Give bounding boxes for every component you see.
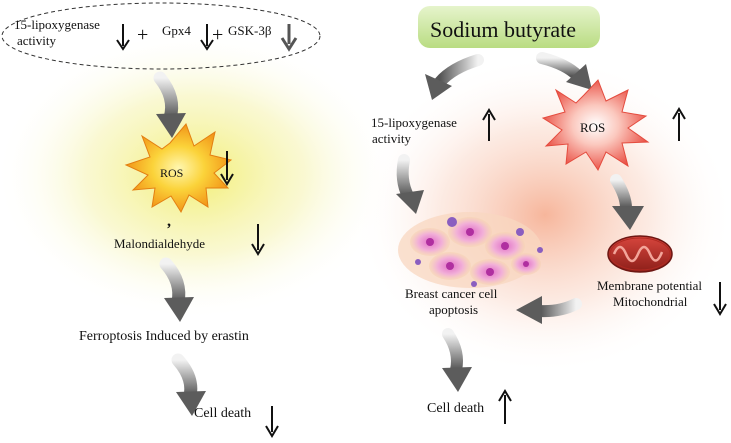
apoptosis-label-2: apoptosis (429, 302, 478, 317)
arrow-to-right-cell-death-icon (442, 328, 472, 392)
left-arrow-to-ros-icon (153, 71, 186, 138)
right-cell-death-label: Cell death (427, 401, 484, 416)
gsk-down-arrow-icon (280, 24, 298, 52)
malondialdehyde-down-arrow-icon (251, 224, 265, 256)
left-ros-burst-icon (124, 123, 233, 214)
right-lipoxygenase-up-arrow-icon (482, 108, 496, 141)
ferroptosis-label: Ferroptosis Induced by erastin (79, 329, 249, 344)
left-arrow-to-ferroptosis-icon (159, 257, 194, 322)
right-lipoxygenase-label-2: activity (372, 131, 411, 146)
right-ros-up-arrow-icon (672, 107, 686, 141)
left-lipoxygenase-label-2: activity (17, 33, 56, 48)
left-ros-label: ROS (160, 166, 183, 180)
gpx4-label: Gpx4 (162, 23, 191, 38)
breast-cancer-cells-icon (398, 212, 543, 288)
gpx4-down-arrow-icon (200, 24, 214, 51)
plus-sign-1: + (137, 24, 148, 46)
right-lipoxygenase-label-1: 15-lipoxygenase (371, 115, 457, 130)
left-lipoxygenase-label-1: 15-lipoxygenase (14, 17, 100, 32)
mitochondrion-icon (607, 235, 673, 273)
apoptosis-label-1: Breast cancer cell (405, 286, 498, 301)
sodium-butyrate-title: Sodium butyrate (430, 17, 576, 42)
arrow-to-lipoxygenase-icon (425, 54, 484, 100)
arrow-to-apoptosis-icon (516, 296, 582, 324)
malondialdehyde-label: Malondialdehyde (114, 236, 205, 251)
sodium-butyrate-box (418, 6, 600, 48)
arrow-to-cells-icon (396, 154, 424, 214)
right-pink-glow (355, 55, 731, 375)
gsk-label: GSK-3β (228, 23, 272, 38)
right-ros-label: ROS (580, 120, 605, 135)
left-ros-down-arrow-icon (220, 151, 234, 186)
left-cell-death-down-arrow-icon (265, 406, 279, 438)
right-ros-burst-icon (541, 79, 650, 172)
arrow-to-mitochondria-icon (610, 174, 644, 230)
right-cell-death-up-arrow-icon (498, 389, 512, 424)
mitochondrial-label: Mitochondrial (613, 294, 688, 309)
inhibitors-dashed-ellipse (1, 2, 321, 70)
plus-sign-2: + (212, 24, 223, 46)
membrane-potential-label: Membrane potential (597, 278, 702, 293)
left-cell-death-label: Cell death (194, 406, 251, 421)
left-lipoxygenase-down-arrow-icon (116, 24, 130, 51)
comma-mark: , (167, 213, 171, 230)
arrow-to-ros-icon (536, 52, 592, 90)
left-arrow-to-cell-death-icon (171, 353, 206, 416)
membrane-potential-down-arrow-icon (713, 282, 727, 316)
